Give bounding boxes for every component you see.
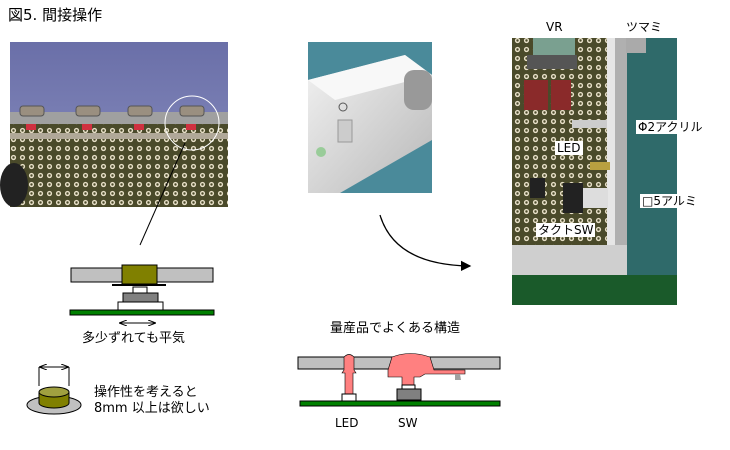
tolerance-caption: 多少ずれても平気 <box>82 331 185 346</box>
highlight-circle <box>164 95 220 151</box>
diagram-indirect-knob <box>69 264 215 323</box>
diagram-knob-size <box>26 367 82 415</box>
callout-line <box>139 142 186 246</box>
label-aluminum: □5アルミ <box>640 194 699 208</box>
photo-enclosure <box>308 42 432 193</box>
label-vr: VR <box>544 20 565 34</box>
size-caption-2: 8mm 以上は欲しい <box>94 401 210 416</box>
mass-diagram-title: 量産品でよくある構造 <box>330 321 461 336</box>
label-acrylic: Φ2アクリル <box>636 120 705 134</box>
figure-title: 図5. 間接操作 <box>8 6 103 24</box>
photo-pcb-front <box>0 42 228 207</box>
size-caption-1: 操作性を考えると <box>94 385 198 400</box>
diagram-mass-production <box>297 353 501 407</box>
photo-pcb-side <box>512 38 677 305</box>
label-tact-sw: タクトSW <box>536 223 596 237</box>
label-sw: SW <box>398 416 418 430</box>
label-led-photo: LED <box>555 141 583 155</box>
label-led: LED <box>335 416 359 430</box>
curved-arrow <box>379 214 472 272</box>
label-knob: ツマミ <box>624 20 665 34</box>
